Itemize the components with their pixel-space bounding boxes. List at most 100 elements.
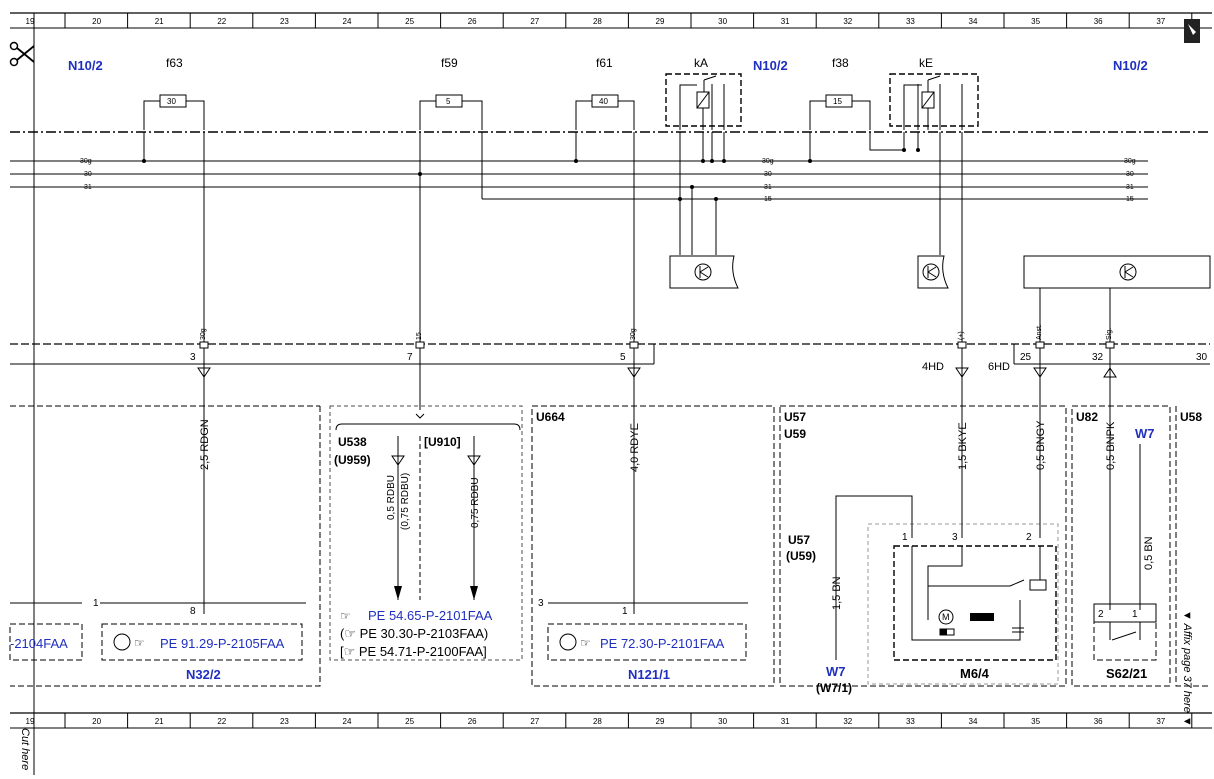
- bus-label-31: 31: [84, 184, 92, 191]
- ruler-number: 24: [343, 717, 352, 726]
- motor-pin-1: 1: [902, 532, 908, 543]
- bus-label-30: 30: [84, 171, 92, 178]
- fuse-f59-rating: 5: [446, 97, 451, 106]
- pointing-hand-icon-2: ☞: [580, 636, 591, 650]
- label-n10-2-mid: N10/2: [753, 58, 788, 73]
- ref-left: -2104FAA: [10, 636, 68, 651]
- triangle-symbols: [197, 367, 1117, 378]
- motor-pin-3: 3: [952, 532, 958, 543]
- pin-num-30: 30: [1196, 352, 1208, 363]
- block-u538: U538 (U959) [U910] 0,5 RDBU (0,75 RDBU) …: [329, 405, 523, 661]
- fuse-f61: 40: [575, 94, 635, 130]
- ruler-number: 30: [718, 717, 727, 726]
- label-u664: U664: [536, 410, 565, 424]
- ruler-number: 21: [155, 17, 164, 26]
- switch-pin-1: 1: [1132, 609, 1138, 620]
- ruler-number: 20: [92, 17, 101, 26]
- block-u57: U57 U59 U57 (U59) 1,5 BKYE 0,5 BNGY 1,5 …: [779, 405, 1067, 695]
- pin-6hd: 6HD: [988, 361, 1010, 373]
- ruler-number: 32: [843, 717, 852, 726]
- bus-connections: [143, 132, 941, 255]
- ruler-number: 33: [906, 17, 915, 26]
- label-n10-2-left: N10/2: [68, 58, 103, 73]
- label-u959: (U959): [334, 453, 371, 467]
- ruler-number: 26: [468, 717, 477, 726]
- bus-label-30g-mid: 30g: [762, 158, 774, 165]
- ruler-number: 23: [280, 17, 289, 26]
- pin-num-3: 3: [190, 352, 196, 363]
- pin-30g-a: 30g: [200, 328, 207, 340]
- ruler-number: 31: [781, 717, 790, 726]
- ruler-number: 29: [656, 717, 665, 726]
- cut-here-label: Cut here: [19, 728, 31, 770]
- ruler-number: 28: [593, 17, 602, 26]
- block-u58: U58: [1175, 406, 1210, 687]
- label-ke: kE: [919, 56, 933, 70]
- scissors-icon: [9, 41, 35, 67]
- label-u538: U538: [338, 435, 367, 449]
- pointing-hand-icon: ☞: [134, 636, 145, 650]
- fuse-f38-rating: 15: [833, 97, 842, 106]
- pin-30g-b: 30g: [630, 328, 637, 340]
- label-f63: f63: [166, 56, 183, 70]
- label-u59b: (U59): [786, 549, 816, 563]
- ruler-number: 19: [26, 17, 35, 26]
- bus-label-30g: 30g: [80, 158, 92, 165]
- label-u82: U82: [1076, 410, 1098, 424]
- ruler-number: 31: [781, 17, 790, 26]
- conn-1b: 1: [622, 606, 628, 617]
- wire-label-0-5-rdbu: 0,5 RDBU: [386, 475, 397, 520]
- pin-4hd: 4HD: [922, 361, 944, 373]
- bus-label-30g-right: 30g: [1124, 158, 1136, 165]
- wire-label-0-5-bngy: 0,5 BNGY: [1035, 420, 1047, 470]
- transistor-box-ka: [669, 255, 739, 289]
- bus-label-31-right: 31: [1126, 184, 1134, 191]
- pin-num-25: 25: [1020, 352, 1032, 363]
- fuse-f61-rating: 40: [599, 97, 608, 106]
- wire-label-1-5-bn: 1,5 BN: [831, 576, 843, 610]
- pin-num-7: 7: [407, 352, 413, 363]
- ruler-number: 35: [1031, 717, 1040, 726]
- bus-label-31-mid: 31: [764, 184, 772, 191]
- ruler-number: 37: [1156, 717, 1165, 726]
- bus-label-15-mid: 15: [764, 196, 772, 203]
- fuse-f63-rating: 30: [167, 97, 176, 106]
- ruler-number: 20: [92, 717, 101, 726]
- fuse-f59: 5: [419, 94, 483, 130]
- ruler-number: 35: [1031, 17, 1040, 26]
- ruler-number: 27: [530, 17, 539, 26]
- wire-label-1-5-bkye: 1,5 BKYE: [957, 422, 969, 470]
- pin-sig: Sig.: [1106, 328, 1113, 340]
- label-u58: U58: [1180, 410, 1202, 424]
- ruler-number: 29: [656, 17, 665, 26]
- ruler-number: 32: [843, 17, 852, 26]
- bus-lines: 30g 30 31 30g 30 31 15 30g 30 31 15: [10, 158, 1148, 203]
- wire-label-0-75-rdbu-paren: (0,75 RDBU): [400, 473, 411, 530]
- bus-label-30-mid: 30: [764, 171, 772, 178]
- wire-label-0-5-bnpk: 0,5 BNPK: [1105, 421, 1117, 470]
- transistor-box-right: [1023, 255, 1211, 289]
- block-u664: U664 4,0 RDYE 3 1 ☞ PE 72.30-P-2101FAA N…: [531, 405, 775, 687]
- label-u59: U59: [784, 427, 806, 441]
- connector-brackets: [199, 341, 1115, 349]
- label-f38: f38: [832, 56, 849, 70]
- label-u57b: U57: [788, 533, 810, 547]
- pointing-hand-icon-1: ☞: [340, 609, 351, 623]
- ruler-number: 34: [969, 717, 978, 726]
- block-u82: U82 W7 0,5 BNPK 0,5 BN 2 1 S62/21: [1071, 405, 1171, 687]
- ruler-number: 25: [405, 717, 414, 726]
- relay-ka: [665, 73, 742, 130]
- label-s62-21: S62/21: [1106, 666, 1147, 681]
- ref-u538-1: PE 54.65-P-2101FAA: [368, 608, 493, 623]
- ruler-number: 27: [530, 717, 539, 726]
- label-n10-2-right: N10/2: [1113, 58, 1148, 73]
- ruler-number: 37: [1156, 17, 1165, 26]
- ruler-number: 23: [280, 717, 289, 726]
- page-marker-icon: [1184, 19, 1200, 43]
- motor-pin-2: 2: [1026, 532, 1032, 543]
- label-n121-1: N121/1: [628, 667, 670, 682]
- ruler-number: 33: [906, 717, 915, 726]
